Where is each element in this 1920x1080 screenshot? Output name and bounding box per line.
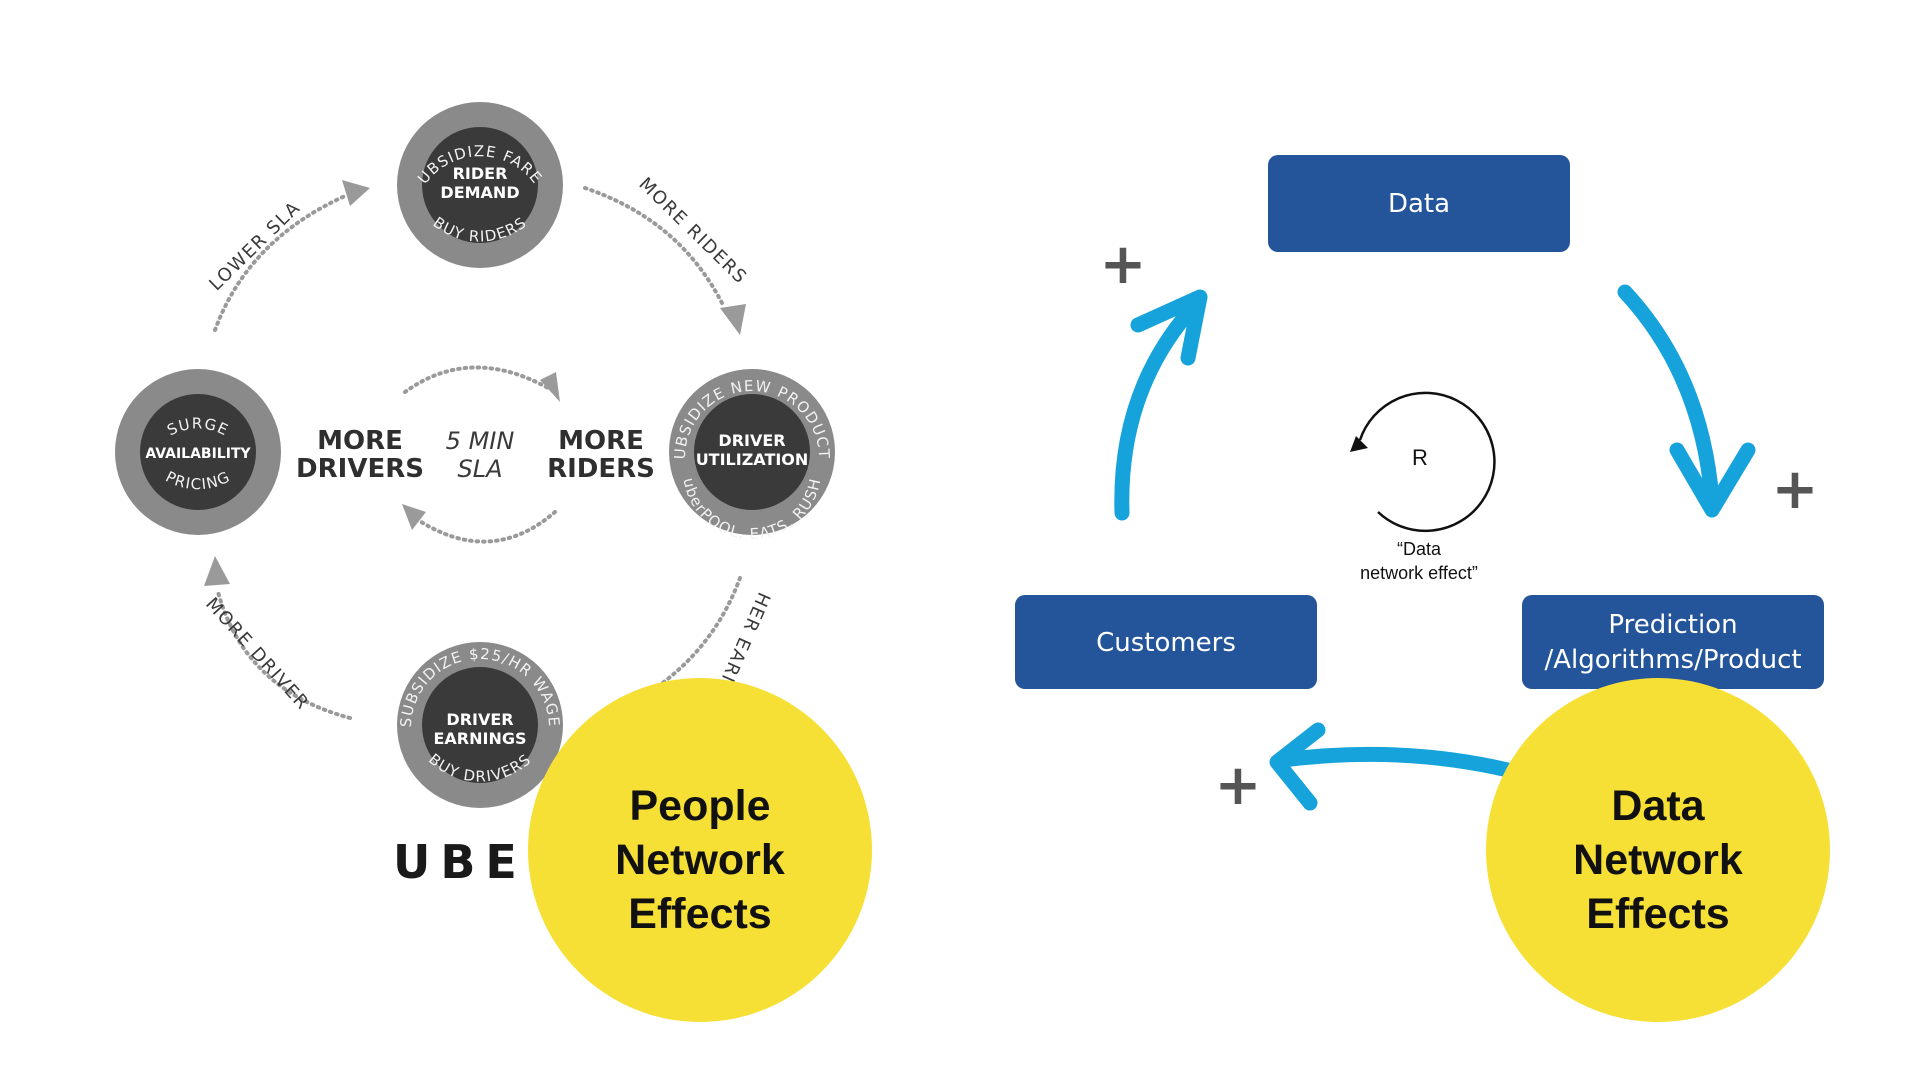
rider-demand-label-2: DEMAND bbox=[440, 183, 519, 202]
center-sla-2: SLA bbox=[457, 455, 502, 483]
loop-caption-1: “Data bbox=[1397, 539, 1442, 559]
plus-sign-top-left: + bbox=[1100, 232, 1147, 297]
inner-arc-bottom bbox=[413, 510, 557, 544]
arc-more-riders bbox=[583, 186, 725, 307]
rider-demand-ring-top: SUBSIDIZE FARES bbox=[0, 0, 545, 187]
inner-arrowhead-top bbox=[540, 372, 560, 402]
rider-demand-label-1: RIDER bbox=[453, 164, 508, 183]
box-customers-label: Customers bbox=[1096, 628, 1236, 658]
driver-earnings-label-1: DRIVER bbox=[446, 710, 513, 729]
driver-utilization-label-1: DRIVER bbox=[718, 431, 785, 450]
label-more-riders: MORE RIDERS bbox=[634, 174, 749, 289]
data-badge-line-1: Data bbox=[1611, 782, 1705, 830]
availability-label: AVAILABILITY bbox=[145, 446, 251, 462]
loop-caption-2: network effect” bbox=[1360, 563, 1478, 583]
label-more-drivers: MORE DRIVERS bbox=[0, 0, 312, 714]
label-lower-sla: LOWER SLA bbox=[205, 197, 303, 295]
driver-earnings-label-2: EARNINGS bbox=[433, 729, 526, 748]
svg-text:MORE DRIVERS: MORE DRIVERS bbox=[0, 0, 313, 714]
label-higher-earnings: HIGHER EARNINGS bbox=[0, 0, 773, 700]
svg-text:HIGHER EARNINGS: HIGHER EARNINGS bbox=[0, 0, 774, 700]
data-network-effects-badge: Data Network Effects bbox=[1486, 678, 1830, 1022]
reinforcing-loop: R “Data network effect” bbox=[1350, 391, 1496, 583]
svg-text:SUBSIDIZE FARES: SUBSIDIZE FARES bbox=[0, 0, 546, 187]
svg-text:MORE RIDERS: MORE RIDERS bbox=[634, 174, 751, 289]
plus-sign-bottom-left: + bbox=[1215, 753, 1262, 818]
driver-utilization-label-2: UTILIZATION bbox=[696, 450, 809, 469]
box-prediction-label-1: Prediction bbox=[1608, 610, 1737, 640]
blue-arrow-bottom bbox=[1269, 722, 1516, 811]
loop-label: R bbox=[1412, 445, 1428, 470]
node-availability: SURGE PRICING AVAILABILITY bbox=[115, 369, 281, 535]
inner-arrowhead-bottom bbox=[402, 504, 426, 530]
center-more-drivers-2: DRIVERS bbox=[296, 454, 424, 484]
center-more-drivers-1: MORE bbox=[317, 426, 403, 456]
box-data-label: Data bbox=[1388, 189, 1450, 219]
people-badge-line-3: Effects bbox=[628, 890, 771, 938]
data-badge-line-2: Network bbox=[1573, 836, 1743, 884]
arrowhead-more-drivers bbox=[204, 556, 230, 586]
blue-arrow-right bbox=[1617, 284, 1756, 518]
box-data: Data bbox=[1268, 155, 1570, 252]
plus-sign-right: + bbox=[1772, 457, 1819, 522]
box-customers: Customers bbox=[1015, 595, 1317, 689]
blue-arrow-top bbox=[1114, 289, 1208, 521]
people-network-effects-badge: People Network Effects bbox=[528, 678, 872, 1022]
inner-arc-top bbox=[403, 365, 550, 394]
svg-text:LOWER SLA: LOWER SLA bbox=[205, 197, 305, 295]
center-sla-1: 5 MIN bbox=[446, 427, 515, 455]
uber-center-labels: MORE DRIVERS 5 MIN SLA MORE RIDERS bbox=[296, 426, 655, 484]
people-badge-line-2: Network bbox=[615, 836, 785, 884]
data-diagram: + + + Data Customers Prediction /Algorit… bbox=[1015, 155, 1824, 818]
arrowhead-lower-sla bbox=[342, 180, 370, 206]
loop-arrow-icon bbox=[1350, 436, 1368, 452]
arc-lower-sla bbox=[213, 194, 347, 332]
people-badge-line-1: People bbox=[630, 782, 771, 830]
arrowhead-more-riders bbox=[720, 304, 746, 335]
center-more-riders-2: RIDERS bbox=[547, 454, 655, 484]
center-more-riders-1: MORE bbox=[558, 426, 644, 456]
data-badge-line-3: Effects bbox=[1586, 890, 1729, 938]
box-prediction: Prediction /Algorithms/Product bbox=[1522, 595, 1824, 689]
arc-more-drivers bbox=[216, 590, 352, 720]
node-driver-earnings: SUBSIDIZE $25/HR WAGE BUY DRIVERS DRIVER… bbox=[397, 642, 563, 808]
box-prediction-label-2: /Algorithms/Product bbox=[1544, 645, 1801, 675]
uber-inner-arrows bbox=[402, 365, 560, 544]
